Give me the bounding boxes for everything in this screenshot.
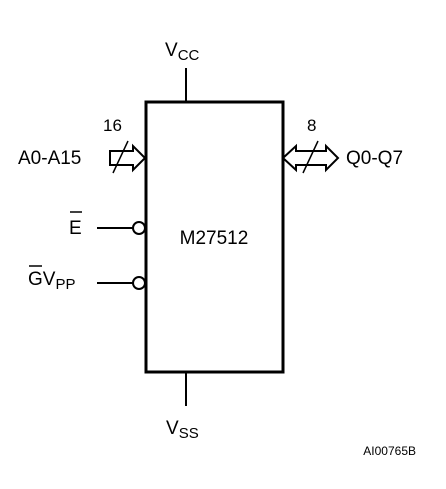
vss-label: VSS (166, 418, 199, 442)
enable-inversion-bubble (132, 221, 146, 235)
address-bus-slash (112, 140, 129, 174)
enable-label: E (69, 218, 82, 239)
data-bus-width: 8 (307, 116, 316, 135)
address-bus-width: 16 (103, 116, 122, 135)
output-enable-inversion-bubble (132, 276, 146, 290)
chip-name: M27512 (180, 228, 249, 249)
data-bus-slash (302, 140, 319, 174)
address-bus-arrow (109, 143, 147, 173)
vcc-label: VCC (165, 40, 200, 64)
figure-code: AI00765B (363, 444, 416, 458)
data-bus-label: Q0-Q7 (346, 148, 403, 169)
address-bus-label: A0-A15 (18, 148, 81, 169)
output-enable-label: GVPP (28, 269, 75, 293)
chip-body (144, 100, 285, 374)
